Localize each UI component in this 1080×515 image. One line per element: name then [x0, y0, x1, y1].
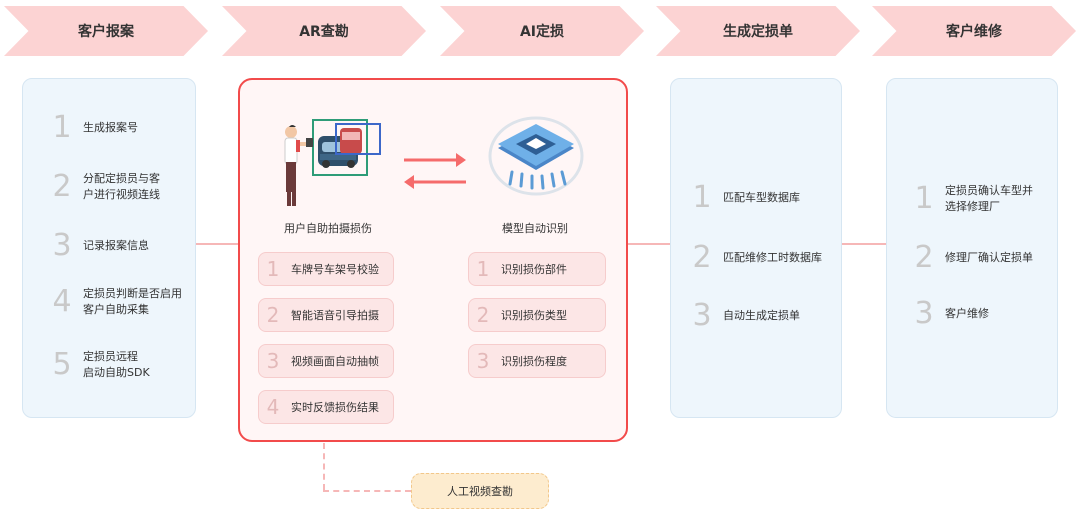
- manual-video-survey-box: 人工视频查勘: [411, 473, 549, 509]
- list-item: 3 识别损伤程度: [468, 344, 606, 378]
- list-item: 3 视频画面自动抽帧: [258, 344, 394, 378]
- dashed-connector: [323, 443, 325, 490]
- left-caption: 用户自助拍摄损伤: [284, 222, 372, 235]
- step-header-ai-assessment: AI定损: [440, 6, 644, 56]
- ai-chip-icon: [488, 116, 584, 196]
- step-header-repair: 客户维修: [872, 6, 1076, 56]
- dashed-connector: [323, 490, 411, 492]
- connector-line: [842, 243, 886, 245]
- list-item: 3 自动生成定损单: [692, 298, 800, 333]
- list-item: 2 分配定损员与客户进行视频连线: [52, 169, 160, 204]
- step-header-ar-survey: AR查勘: [222, 6, 426, 56]
- process-steps-header: 客户报案 AR查勘 AI定损 生成定损单 客户维修: [4, 6, 1076, 56]
- ar-ai-panel: 用户自助拍摄损伤 模型自动识别 1 车牌号车架号校验 2 智能语音引导拍摄 3 …: [238, 78, 628, 442]
- list-item: 1 识别损伤部件: [468, 252, 606, 286]
- list-item: 4 实时反馈损伤结果: [258, 390, 394, 424]
- list-item: 2 识别损伤类型: [468, 298, 606, 332]
- card-generate-sheet: 1 匹配车型数据库 2 匹配维修工时数据库 3 自动生成定损单: [670, 78, 842, 418]
- list-item: 5 定损员远程启动自助SDK: [52, 347, 150, 382]
- list-item: 3 记录报案信息: [52, 228, 149, 263]
- list-item: 4 定损员判断是否启用客户自助采集: [52, 284, 182, 319]
- exchange-arrows-icon: [404, 153, 466, 189]
- card-repair: 1 定损员确认车型并选择修理厂 2 修理厂确认定损单 3 客户维修: [886, 78, 1058, 418]
- card-report: 1 生成报案号 2 分配定损员与客户进行视频连线 3 记录报案信息 4 定损员判…: [22, 78, 196, 418]
- connector-line: [196, 243, 238, 245]
- step-header-report: 客户报案: [4, 6, 208, 56]
- list-item: 1 定损员确认车型并选择修理厂: [914, 181, 1033, 216]
- list-item: 1 生成报案号: [52, 110, 138, 145]
- list-item: 3 客户维修: [914, 296, 989, 331]
- list-item: 1 车牌号车架号校验: [258, 252, 394, 286]
- right-caption: 模型自动识别: [502, 222, 568, 235]
- person-photographing-car-icon: [284, 119, 381, 206]
- connector-line: [628, 243, 670, 245]
- list-item: 2 匹配维修工时数据库: [692, 240, 822, 275]
- list-item: 2 智能语音引导拍摄: [258, 298, 394, 332]
- list-item: 1 匹配车型数据库: [692, 180, 800, 215]
- step-header-generate-sheet: 生成定损单: [656, 6, 860, 56]
- list-item: 2 修理厂确认定损单: [914, 240, 1033, 275]
